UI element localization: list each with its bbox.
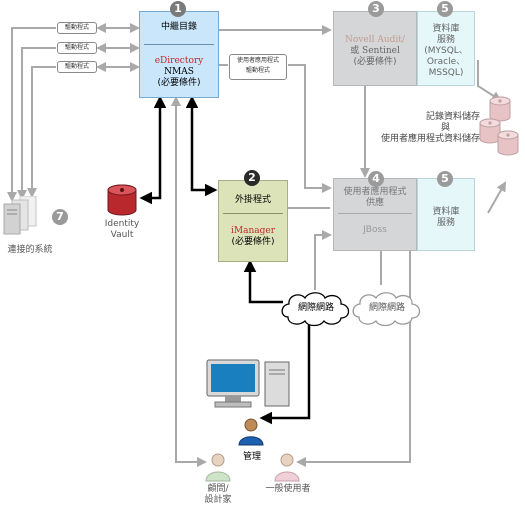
audit-line2: 或 Sentinel bbox=[350, 46, 400, 56]
metadirectory-required: (必要條件) bbox=[157, 78, 201, 88]
user-app-divider bbox=[338, 213, 412, 214]
identity-vault-icon bbox=[107, 184, 137, 216]
db-top-line5: MSSQL) bbox=[428, 68, 464, 78]
db-top-line1: 資料庫 bbox=[432, 24, 460, 34]
badge-5-top: 5 bbox=[437, 1, 453, 17]
badge-1: 1 bbox=[170, 1, 186, 17]
plugin-link bbox=[185, 95, 218, 197]
data-store-icon bbox=[479, 96, 519, 156]
identity-vault-line2: Vault bbox=[110, 230, 134, 240]
audit-box[interactable]: Novell Audit/ 或 Sentinel (必要條件) bbox=[333, 11, 417, 86]
admin-icon bbox=[238, 418, 264, 446]
database-services-top[interactable]: 資料庫 服務 (MYSQL、 Oracle、 MSSQL) bbox=[417, 11, 475, 86]
db-top-line3: (MYSQL、 bbox=[424, 46, 468, 56]
driver-line-1 bbox=[7, 27, 56, 202]
metadirectory-title: 中繼目錄 bbox=[160, 22, 197, 32]
plugin-imanager: iManager bbox=[230, 226, 275, 236]
internet-label-2: 網際網路 bbox=[368, 303, 405, 313]
end-user-icon bbox=[274, 453, 300, 482]
badge-2: 2 bbox=[244, 170, 260, 186]
consultant-line1: 顧問/ bbox=[207, 484, 229, 494]
metadirectory-divider bbox=[144, 44, 214, 45]
user-app-driver[interactable]: 使用者應用程式 驅動程式 bbox=[229, 54, 287, 80]
badge-3: 3 bbox=[368, 1, 384, 17]
user-app-title1: 使用者應用程式 bbox=[343, 187, 407, 197]
plugin-required: (必要條件) bbox=[231, 237, 275, 247]
identity-vault-label: Identity Vault bbox=[98, 219, 146, 241]
storage-label-line2: 與 bbox=[440, 123, 450, 133]
consultant-line2: 設計家 bbox=[204, 495, 232, 505]
plugin-box[interactable]: 外掛程式 iManager (必要條件) bbox=[218, 180, 288, 262]
driver-1[interactable]: 驅動程式 bbox=[57, 22, 97, 34]
servers-icon bbox=[3, 196, 37, 235]
badge-4: 4 bbox=[368, 171, 384, 187]
driver-2[interactable]: 驅動程式 bbox=[57, 42, 97, 54]
db-top-line4: Oracle、 bbox=[426, 57, 466, 67]
identity-vault-line1: Identity bbox=[104, 219, 140, 229]
badge-7: 7 bbox=[52, 209, 68, 225]
user-app-title2: 供應 bbox=[365, 198, 384, 208]
admin-label: 管理 bbox=[242, 452, 261, 462]
user-app-box[interactable]: 使用者應用程式 供應 JBoss bbox=[333, 178, 417, 251]
plugin-divider bbox=[223, 213, 283, 214]
end-user-label: 一般使用者 bbox=[265, 484, 311, 494]
ua-driver-line1: 使用者應用程式 bbox=[236, 57, 279, 64]
database-services-mid[interactable]: 資料庫 服務 bbox=[417, 178, 475, 251]
vault-link bbox=[139, 95, 167, 205]
connected-systems-label: 連接的系統 bbox=[7, 245, 53, 255]
storage-label: 記錄資料儲存 與 使用者應用程式資料儲存 bbox=[350, 112, 480, 145]
metadirectory-nmas: NMAS bbox=[164, 67, 194, 77]
storage-label-line1: 記錄資料儲存 bbox=[425, 112, 480, 122]
metadirectory-box[interactable]: 中繼目錄 eDirectory NMAS (必要條件) bbox=[139, 11, 219, 98]
driver-line-3 bbox=[27, 66, 56, 198]
plugin-net-link bbox=[243, 259, 283, 304]
db-mid-line2: 服務 bbox=[436, 218, 455, 228]
internet-label-1: 網際網路 bbox=[297, 303, 334, 313]
audit-line3: (必要條件) bbox=[353, 57, 397, 67]
consultant-icon bbox=[205, 453, 231, 482]
driver-line-2 bbox=[17, 47, 56, 200]
metadirectory-edirectory: eDirectory bbox=[154, 56, 204, 66]
driver-3[interactable]: 驅動程式 bbox=[57, 61, 97, 73]
badge-5-mid: 5 bbox=[437, 171, 453, 187]
internet-cloud-1 bbox=[281, 292, 350, 327]
admin-net-link bbox=[259, 325, 311, 425]
storage-label-line3: 使用者應用程式資料儲存 bbox=[380, 134, 480, 144]
ua-driver-line2: 驅動程式 bbox=[245, 67, 270, 74]
consultant-label: 顧問/ 設計家 bbox=[196, 484, 240, 506]
audit-line1: Novell Audit/ bbox=[345, 35, 405, 45]
plugin-title: 外掛程式 bbox=[234, 195, 271, 205]
db-mid-line1: 資料庫 bbox=[432, 207, 460, 217]
db-top-line2: 服務 bbox=[436, 35, 455, 45]
internet-cloud-2 bbox=[352, 292, 421, 327]
workstation-icon bbox=[206, 359, 290, 408]
user-app-jboss: JBoss bbox=[363, 225, 387, 235]
